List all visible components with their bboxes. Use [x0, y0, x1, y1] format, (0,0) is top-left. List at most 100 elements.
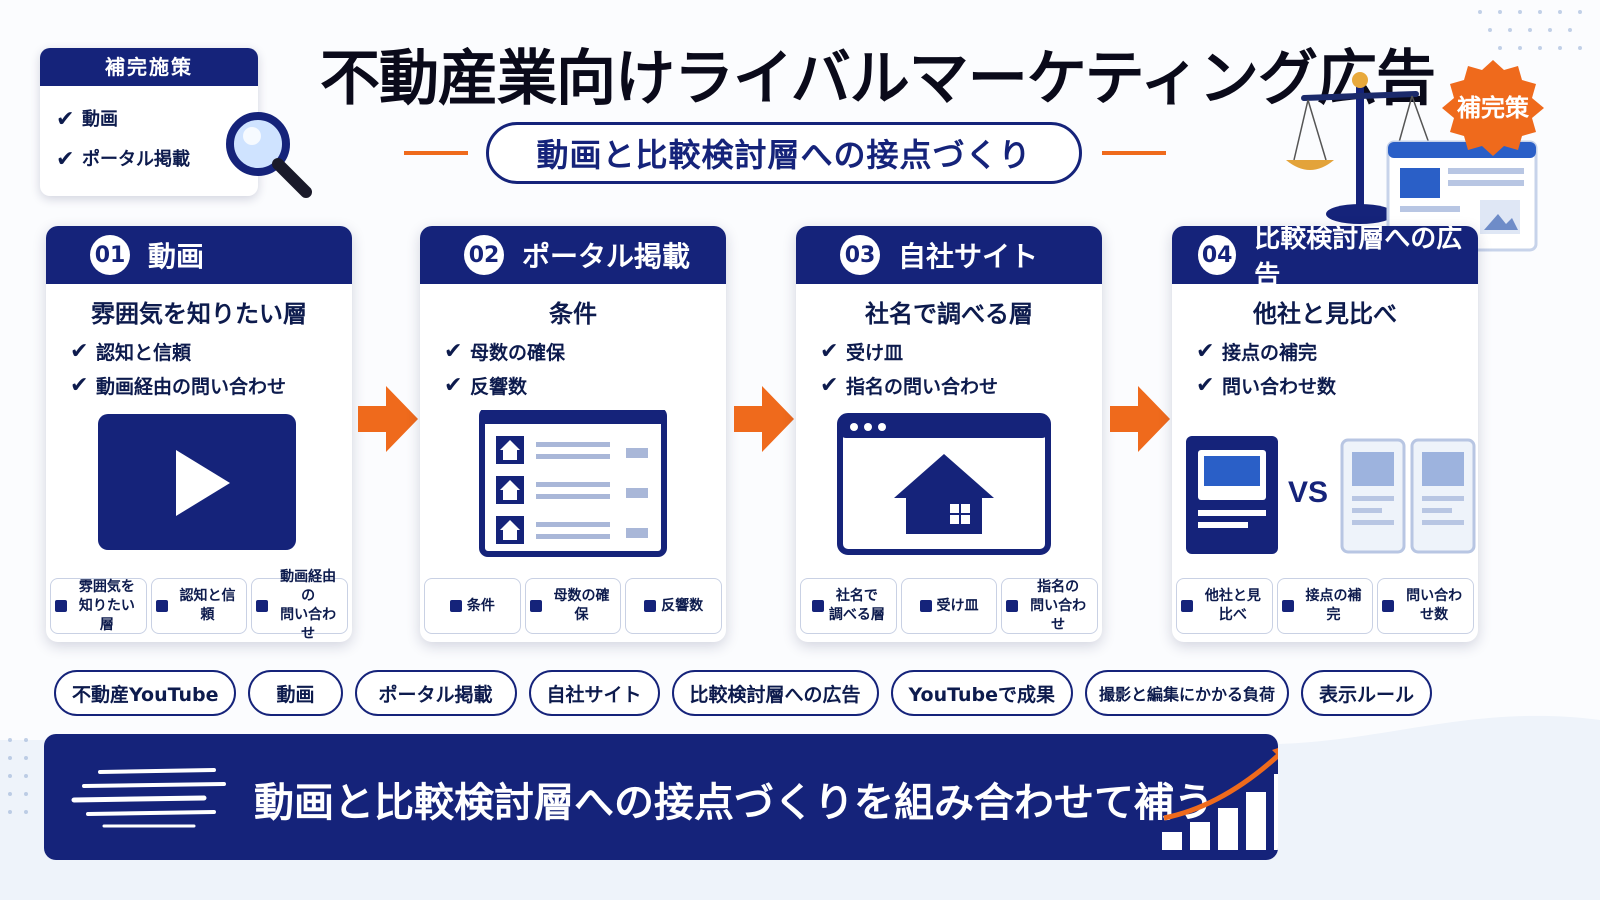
comparison-icon: VS	[1186, 436, 1476, 554]
card-header: 03 自社サイト	[796, 226, 1102, 284]
chip: 受け皿	[900, 578, 998, 634]
check-icon: ✔	[56, 107, 75, 132]
card-video: 01 動画 雰囲気を知りたい層 ✔ 認知と信頼 ✔ 動画経由の問い合わせ 雰囲気を知…	[46, 226, 352, 642]
tag-list: 不動産YouTube 動画 ポータル掲載 自社サイト 比較検討層への広告 You…	[54, 670, 1433, 716]
speed-lines-icon	[71, 768, 226, 828]
check-icon: ✔	[444, 372, 463, 398]
arrow-right-icon	[1110, 386, 1170, 452]
tag-pill: 不動産YouTube	[54, 670, 237, 716]
supplement-box: 補完施策 ✔動画 ✔ ポータル掲載	[40, 48, 258, 196]
check-label: 受け皿	[846, 341, 904, 364]
check-label: 接点の補完	[1222, 341, 1318, 364]
card-check-item: ✔ 問い合わせ数	[1196, 368, 1478, 402]
growth-chart-icon	[1162, 748, 1278, 850]
subtitle-pill: 動画と比較検討層への接点づくり	[486, 122, 1082, 184]
subtitle-group: 動画と比較検討層への接点づくり	[400, 122, 1170, 184]
check-icon: ✔	[444, 338, 463, 364]
card-header: 02 ポータル掲載	[420, 226, 726, 284]
supplement-item: ✔動画	[56, 100, 258, 140]
square-icon	[1281, 600, 1294, 612]
square-icon	[155, 600, 168, 612]
square-icon	[1382, 600, 1395, 612]
chip: 反響数	[625, 578, 723, 634]
tag-pill: YouTubeで成果	[890, 670, 1074, 716]
card-number: 01	[90, 235, 130, 275]
page-title: 不動産業向けライバルマーケティング広告	[320, 44, 1436, 114]
subtitle-line-left	[404, 151, 468, 155]
chip: 雰囲気を知りたい層	[50, 578, 147, 634]
check-icon: ✔	[820, 338, 839, 364]
card-chips: 社名で調べる層 受け皿 指名の問い合わせ	[800, 578, 1099, 634]
chip: 問い合わせ数	[1377, 578, 1475, 634]
supplement-item-label: ポータル掲載	[82, 149, 190, 170]
summary-text: 動画と比較検討層への接点づくりを組み合わせて補う	[254, 780, 1214, 826]
chip: 接点の補完	[1276, 578, 1374, 634]
listing-window-icon	[479, 410, 667, 557]
square-icon	[919, 600, 932, 612]
magnifier-icon	[226, 112, 312, 198]
card-chips: 条件 母数の確保 反響数	[424, 578, 723, 634]
card-check-item: ✔ 母数の確保	[444, 334, 726, 368]
card-subtitle: 社名で調べる層	[865, 300, 1033, 328]
card-comparison-ads: 04 比較検討層への広告 他社と見比べ ✔ 接点の補完 ✔ 問い合わせ数 VS 他社…	[1172, 226, 1478, 642]
card-chips: 雰囲気を知りたい層 認知と信頼 動画経由の問い合わせ	[50, 569, 349, 642]
check-icon: ✔	[70, 338, 89, 364]
tag-pill: 自社サイト	[528, 670, 660, 716]
square-icon	[529, 600, 542, 612]
card-title: 自社サイト	[898, 240, 1039, 273]
house-website-icon	[837, 413, 1051, 555]
card-number: 04	[1198, 235, 1237, 275]
badge-label: 補完策	[1457, 94, 1529, 122]
check-label: 母数の確保	[470, 341, 566, 364]
tag-pill: ポータル掲載	[354, 670, 517, 716]
square-icon	[1006, 600, 1019, 612]
square-icon	[449, 600, 462, 612]
check-icon: ✔	[70, 372, 89, 398]
check-icon: ✔	[820, 372, 839, 398]
check-icon: ✔	[1196, 338, 1215, 364]
square-icon	[1181, 600, 1193, 612]
check-label: 問い合わせ数	[1222, 375, 1337, 398]
card-number: 03	[840, 235, 880, 275]
square-icon	[811, 600, 824, 612]
check-label: 認知と信頼	[96, 341, 192, 364]
card-check-item: ✔ 動画経由の問い合わせ	[70, 368, 352, 402]
supplement-item: ✔ ポータル掲載	[56, 140, 258, 180]
vs-label: VS	[1288, 476, 1328, 509]
card-title: 動画	[148, 240, 205, 273]
card-subtitle: 条件	[549, 300, 597, 328]
badge-burst	[1442, 60, 1544, 156]
square-icon	[644, 600, 657, 612]
check-icon: ✔	[56, 147, 75, 172]
card-title: ポータル掲載	[522, 240, 691, 273]
square-icon	[256, 600, 269, 612]
tag-pill: 表示ルール	[1301, 670, 1433, 716]
card-subtitle: 他社と見比べ	[1253, 300, 1397, 328]
card-portal: 02 ポータル掲載 条件 ✔ 母数の確保 ✔ 反響数 条件 母数の確保 反響数	[420, 226, 726, 642]
chip: 指名の問い合わせ	[1001, 578, 1099, 634]
tag-pill: 撮影と編集にかかる負荷	[1085, 670, 1290, 716]
card-number: 02	[464, 235, 504, 275]
check-icon: ✔	[1196, 372, 1215, 398]
card-header: 01 動画	[46, 226, 352, 284]
supplement-header: 補完施策	[40, 48, 258, 86]
check-label: 動画経由の問い合わせ	[96, 375, 287, 398]
check-label: 指名の問い合わせ	[846, 375, 999, 398]
subtitle-line-right	[1102, 151, 1166, 155]
check-label: 反響数	[470, 375, 528, 398]
summary-banner: 動画と比較検討層への接点づくりを組み合わせて補う	[44, 734, 1278, 860]
card-own-site: 03 自社サイト 社名で調べる層 ✔ 受け皿 ✔ 指名の問い合わせ 社名で調べる層 …	[796, 226, 1102, 642]
card-subtitle: 雰囲気を知りたい層	[91, 300, 307, 328]
chip: 母数の確保	[524, 578, 622, 634]
tag-pill: 比較検討層への広告	[671, 670, 879, 716]
chip: 動画経由の問い合わせ	[251, 569, 349, 642]
chip: 認知と信頼	[150, 578, 248, 634]
tag-pill: 動画	[248, 670, 343, 716]
chip: 条件	[424, 578, 521, 634]
card-check-item: ✔ 指名の問い合わせ	[820, 368, 1102, 402]
card-chips: 他社と見比べ 接点の補完 問い合わせ数	[1176, 578, 1475, 634]
play-video-icon	[98, 414, 296, 550]
card-header: 04 比較検討層への広告	[1172, 226, 1478, 291]
card-title: 比較検討層への広告	[1254, 226, 1463, 291]
scale-icon	[1286, 72, 1538, 252]
